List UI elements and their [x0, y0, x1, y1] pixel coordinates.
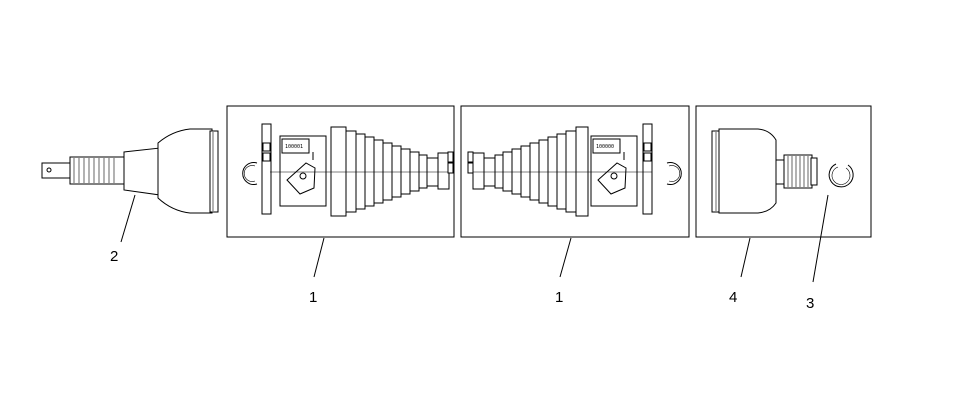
circlip-icon: [828, 163, 854, 188]
callout-3: 3: [806, 295, 814, 312]
leader-line-4: [740, 237, 751, 278]
cv-boot-bellows: [330, 126, 450, 217]
leader-line-1a: [313, 237, 325, 278]
callout-4: 4: [729, 289, 737, 306]
clamp-band-icon-right: [642, 123, 653, 215]
grease-card-label: 100001: [285, 144, 303, 150]
snap-ring-icon: [242, 162, 258, 185]
outer-cv-joint-part-2: [41, 128, 219, 214]
leader-line-2: [120, 194, 136, 243]
leader-line-3: [812, 194, 829, 283]
boot-kit-right: 100000: [467, 123, 682, 217]
inner-cv-joint-part-4: [711, 128, 818, 214]
cv-boot-bellows-right: [472, 126, 589, 217]
kit-box-1-left: [226, 105, 455, 238]
callout-1b: 1: [555, 289, 563, 306]
callout-2: 2: [110, 248, 118, 265]
snap-ring-icon-right: [666, 162, 682, 185]
clamp-band-icon: [261, 123, 272, 215]
kit-box-1-right: [460, 105, 690, 238]
grease-card-label-right: 100000: [596, 144, 614, 150]
circlip-part-3: [828, 163, 854, 188]
leader-line-1b: [559, 237, 572, 278]
kit-box-4: [695, 105, 872, 238]
boot-kit-left: 100001: [242, 123, 454, 217]
callout-1a: 1: [309, 289, 317, 306]
